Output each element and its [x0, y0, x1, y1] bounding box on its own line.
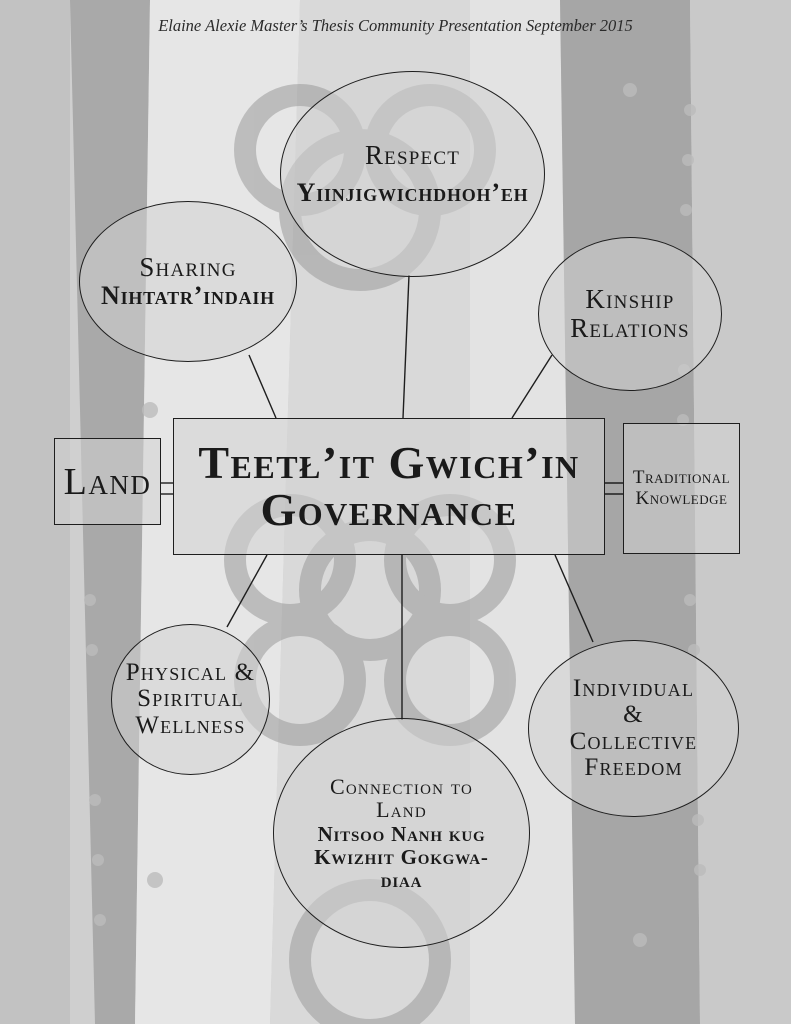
node-sharing-translation: Nihtatr’indaih: [101, 281, 275, 311]
node-connection-label: Connection to Land: [330, 773, 473, 822]
node-kinship-label: Kinship Relations: [570, 284, 690, 343]
node-center-governance: Teetł’it Gwich’in Governance: [173, 418, 605, 555]
node-freedom-label: Individual & Collective Freedom: [569, 674, 698, 781]
link-respect: [402, 274, 410, 419]
node-sharing-label: Sharing: [139, 251, 237, 282]
node-sharing: Sharing Nihtatr’indaih: [79, 201, 297, 362]
node-connection-translation: Nitsoo Nanh kug Kwizhit Gokgwa- diaa: [314, 822, 489, 892]
link-wellness: [226, 554, 268, 628]
link-freedom: [554, 554, 594, 643]
header-caption: Elaine Alexie Master’s Thesis Community …: [158, 16, 633, 35]
link-kinship: [511, 354, 553, 419]
node-traditional-knowledge-label: Traditional Knowledge: [632, 466, 731, 509]
node-respect-translation: Yiinjigwichdhoh’eh: [296, 178, 529, 208]
node-traditional-knowledge: Traditional Knowledge: [623, 423, 740, 554]
node-wellness-label: Physical & Spiritual Wellness: [125, 658, 256, 739]
node-land: Land: [54, 438, 161, 525]
node-connection: Connection to Land Nitsoo Nanh kug Kwizh…: [273, 718, 530, 948]
node-respect: Respect Yiinjigwichdhoh’eh: [280, 71, 545, 277]
node-respect-label: Respect: [364, 139, 461, 170]
node-kinship: Kinship Relations: [538, 237, 722, 391]
node-wellness: Physical & Spiritual Wellness: [111, 624, 270, 775]
node-freedom: Individual & Collective Freedom: [528, 640, 739, 817]
link-sharing: [248, 354, 277, 419]
node-land-label: Land: [63, 460, 152, 503]
center-title: Teetł’it Gwich’in Governance: [198, 436, 580, 535]
